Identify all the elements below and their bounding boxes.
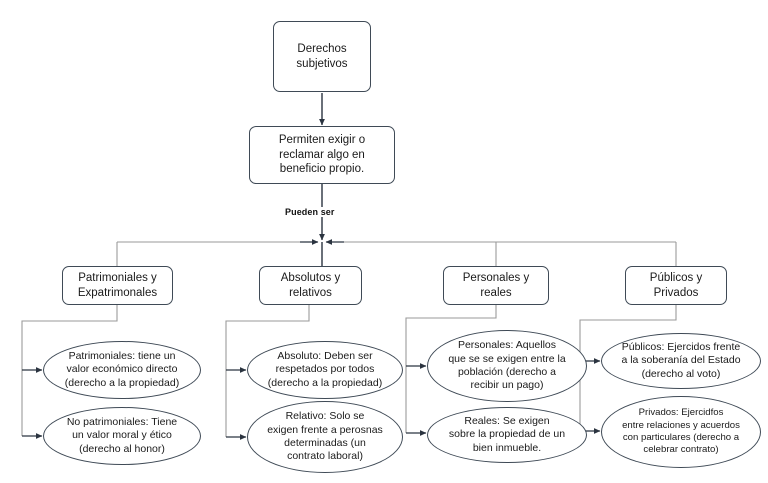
node-category-absolutos[interactable]: Absolutos y relativos: [259, 266, 362, 305]
node-leaf-relativo[interactable]: Relativo: Solo se exigen frente a perosn…: [247, 401, 403, 473]
node-leaf-personales-label: Personales: Aquellos que se se exigen en…: [448, 339, 566, 392]
node-definition-label: Permiten exigir o reclamar algo en benef…: [278, 133, 366, 176]
node-leaf-personales[interactable]: Personales: Aquellos que se se exigen en…: [427, 330, 587, 402]
node-root-label: Derechos subjetivos: [296, 42, 348, 70]
node-leaf-patrimoniales[interactable]: Patrimoniales: tiene un valor económico …: [43, 341, 201, 399]
node-category-publicos-label: Públicos y Privados: [649, 271, 703, 299]
node-leaf-publicos-label: Públicos: Ejercidos frente a la soberaní…: [621, 340, 741, 380]
node-leaf-no-patrimoniales-label: No patrimoniales: Tiene un valor moral y…: [66, 415, 178, 455]
node-leaf-absoluto[interactable]: Absoluto: Deben ser respetados por todos…: [247, 341, 403, 399]
node-root[interactable]: Derechos subjetivos: [273, 21, 371, 92]
node-category-publicos[interactable]: Públicos y Privados: [625, 266, 727, 305]
edge-label-pueden-ser: Pueden ser: [283, 207, 337, 217]
node-definition[interactable]: Permiten exigir o reclamar algo en benef…: [249, 126, 395, 184]
node-category-patrimoniales[interactable]: Patrimoniales y Expatrimonales: [62, 266, 173, 305]
node-leaf-no-patrimoniales[interactable]: No patrimoniales: Tiene un valor moral y…: [43, 407, 201, 465]
node-leaf-publicos[interactable]: Públicos: Ejercidos frente a la soberaní…: [601, 333, 761, 389]
node-category-patrimoniales-label: Patrimoniales y Expatrimonales: [77, 271, 158, 299]
node-leaf-privados-label: Privados: Ejercidfos entre relaciones y …: [622, 407, 740, 456]
node-leaf-privados[interactable]: Privados: Ejercidfos entre relaciones y …: [601, 396, 761, 468]
node-category-personales[interactable]: Personales y reales: [443, 266, 549, 305]
node-category-absolutos-label: Absolutos y relativos: [280, 271, 341, 299]
node-category-personales-label: Personales y reales: [462, 271, 530, 299]
node-leaf-patrimoniales-label: Patrimoniales: tiene un valor económico …: [64, 349, 180, 389]
node-leaf-reales-label: Reales: Se exigen sobre la propiedad de …: [448, 414, 566, 454]
node-leaf-reales[interactable]: Reales: Se exigen sobre la propiedad de …: [427, 407, 587, 463]
node-leaf-absoluto-label: Absoluto: Deben ser respetados por todos…: [267, 349, 383, 389]
node-leaf-relativo-label: Relativo: Solo se exigen frente a perosn…: [267, 410, 383, 463]
